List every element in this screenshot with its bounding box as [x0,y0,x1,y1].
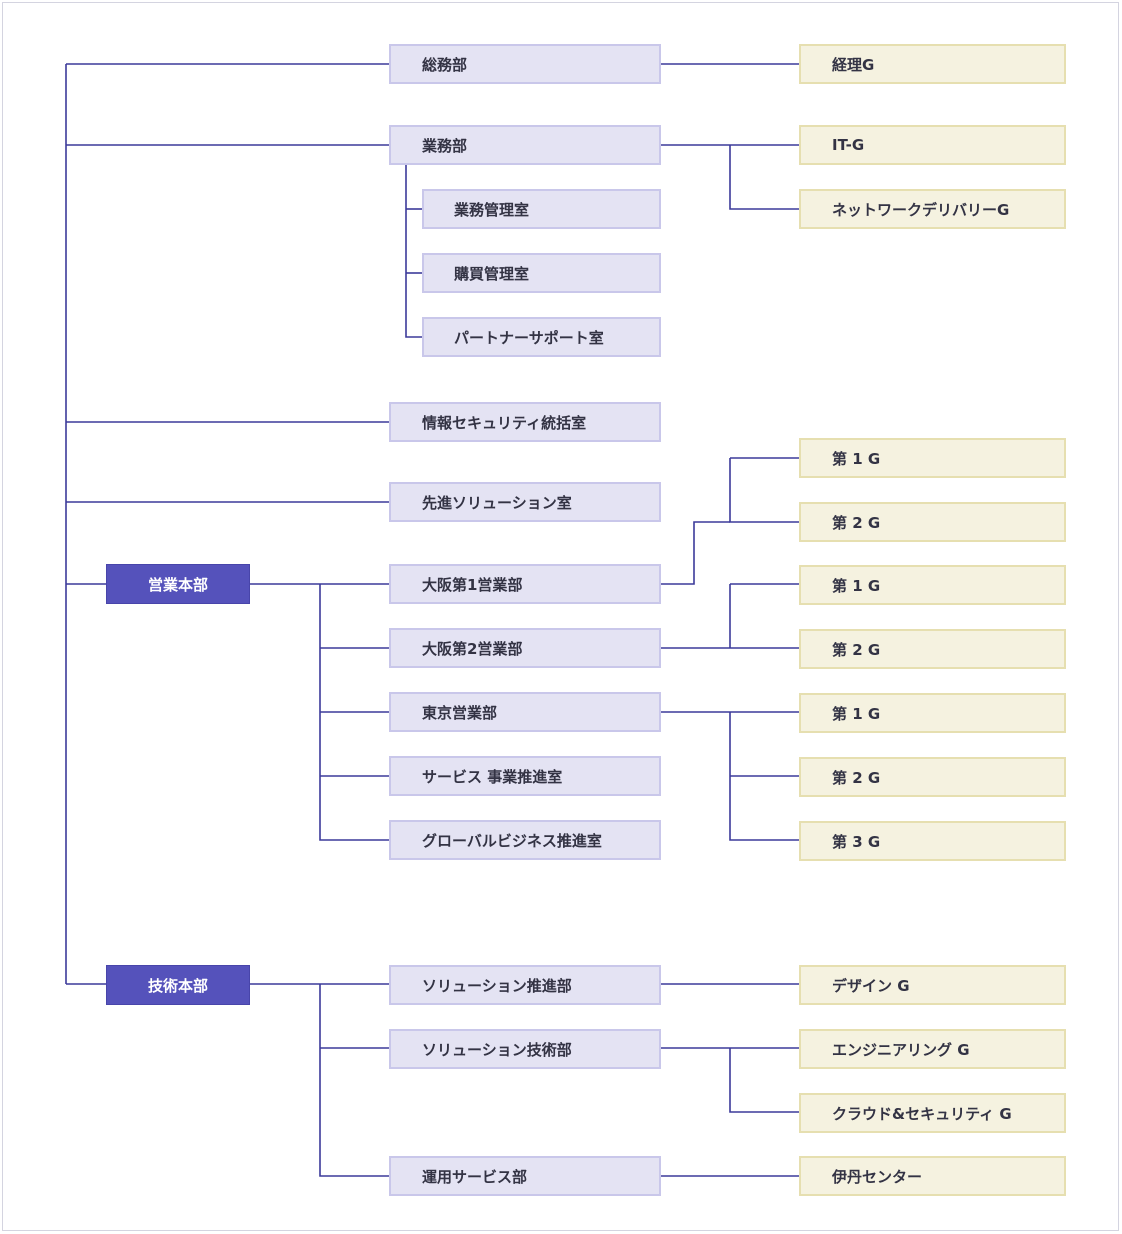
dept-solution-promotion: ソリューション推進部 [389,965,661,1005]
group-osaka1-g1: 第 1 G [799,438,1066,478]
office-kobai-kanri: 購買管理室 [422,253,661,293]
connector-gyomu-subs [405,164,422,338]
group-osaka2-g2: 第 2 G [799,629,1066,669]
connector-cloud [729,1048,800,1113]
dept-osaka1-sales: 大阪第1営業部 [389,564,661,604]
connector-sales-vertical [319,584,390,841]
connector-tech-vertical [319,984,390,1177]
group-osaka1-g2: 第 2 G [799,502,1066,542]
group-tokyo-g3: 第 3 G [799,821,1066,861]
dept-gyomu: 業務部 [389,125,661,165]
office-partner-support: パートナーサポート室 [422,317,661,357]
hq-sales: 営業本部 [106,564,250,604]
group-tokyo-g1: 第 1 G [799,693,1066,733]
dept-tokyo-sales: 東京営業部 [389,692,661,732]
connector-network [729,145,800,210]
connector-osaka1-vertical [729,458,800,523]
group-itami-center: 伊丹センター [799,1156,1066,1196]
connector-osaka1-groups [660,521,730,585]
dept-service-business: サービス 事業推進室 [389,756,661,796]
hq-tech: 技術本部 [106,965,250,1005]
group-osaka2-g1: 第 1 G [799,565,1066,605]
office-gyomu-kanri: 業務管理室 [422,189,661,229]
group-tokyo-g2: 第 2 G [799,757,1066,797]
dept-osaka2-sales: 大阪第2営業部 [389,628,661,668]
dept-global-business: グローバルビジネス推進室 [389,820,661,860]
dept-operation-service: 運用サービス部 [389,1156,661,1196]
dept-solution-tech: ソリューション技術部 [389,1029,661,1069]
group-it: IT-G [799,125,1066,165]
group-keiri: 経理G [799,44,1066,84]
group-engineering: エンジニアリング G [799,1029,1066,1069]
connector-tokyo-vertical [729,712,800,841]
dept-joho-security: 情報セキュリティ統括室 [389,402,661,442]
group-network-delivery: ネットワークデリバリーG [799,189,1066,229]
dept-senshin-solution: 先進ソリューション室 [389,482,661,522]
group-design: デザイン G [799,965,1066,1005]
dept-soumu: 総務部 [389,44,661,84]
group-cloud-security: クラウド&セキュリティ G [799,1093,1066,1133]
